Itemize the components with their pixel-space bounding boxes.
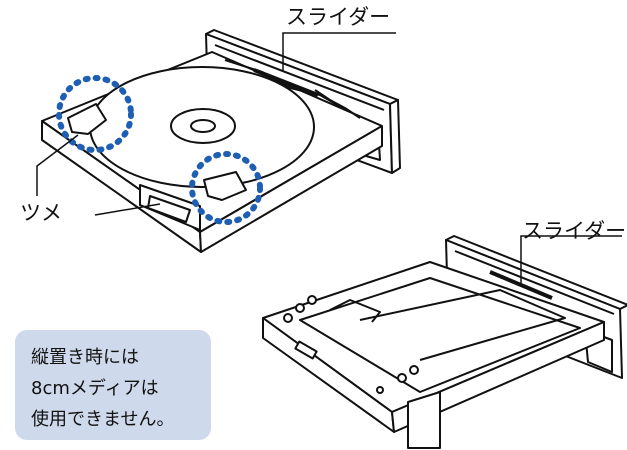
claw-highlights <box>56 75 263 225</box>
note-line-3: 使用できません。 <box>31 409 175 430</box>
recess-step-b <box>359 289 566 361</box>
tab-1 <box>294 340 318 360</box>
drive-empty <box>262 235 627 449</box>
rear-bezel-side <box>389 99 401 174</box>
note-line-2: 8cmメディアは <box>31 378 159 399</box>
hole-6 <box>376 386 384 394</box>
disc-hole <box>190 119 216 133</box>
rear-bezel-line-2 <box>454 250 615 315</box>
highlight-left <box>56 75 134 153</box>
leader-claw-left <box>36 134 79 196</box>
label-slider-bottom: スライダー <box>522 219 627 243</box>
tray-front-box-2 <box>407 391 441 449</box>
tray-recess-2 <box>299 277 581 393</box>
drive-with-disc <box>41 29 401 253</box>
vertical-mount-note: 縦置き時には 8cmメディアは 使用できません。 <box>15 330 211 440</box>
label-claw: ツメ <box>20 201 62 225</box>
hole-3 <box>307 295 317 305</box>
highlight-right <box>189 151 263 225</box>
hole-2 <box>295 303 305 313</box>
tray-inner-rail-2 <box>314 89 361 119</box>
leader-slider-top <box>282 32 396 72</box>
claw-front <box>147 195 191 223</box>
rear-bezel-line <box>214 44 385 111</box>
slider-top <box>253 68 319 97</box>
leaders-top <box>36 32 396 216</box>
claw-right <box>203 171 247 201</box>
note-line-1: 縦置き時には <box>31 347 139 368</box>
label-slider-top: スライダー <box>286 5 391 29</box>
tray-right <box>199 125 383 253</box>
hole-4 <box>397 373 407 383</box>
leader-slider-bottom <box>520 235 622 285</box>
tray-right-2 <box>391 321 605 433</box>
claw-left <box>67 103 107 135</box>
hole-1 <box>283 313 293 323</box>
leader-claw-front <box>94 203 161 216</box>
hole-5 <box>409 365 419 375</box>
